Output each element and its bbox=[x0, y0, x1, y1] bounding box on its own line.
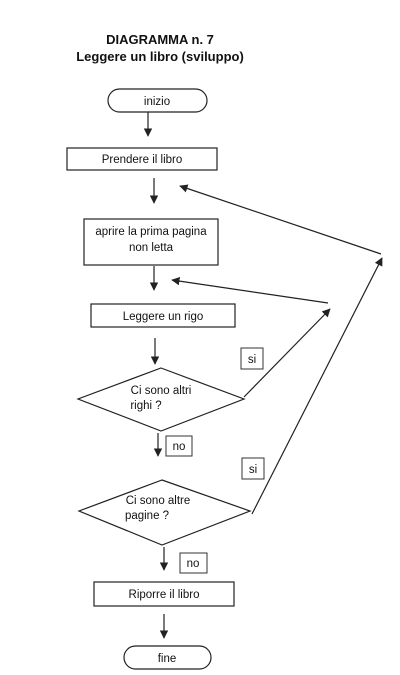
open-page-label-line1: aprire la prima pagina bbox=[95, 226, 207, 238]
read-line-box: Leggere un rigo bbox=[90, 303, 236, 328]
diagram-title: DIAGRAMMA n. 7 bbox=[106, 32, 214, 47]
svg-text:si: si bbox=[249, 464, 257, 476]
svg-text:no: no bbox=[173, 441, 186, 453]
pages-no-label: no bbox=[179, 552, 208, 574]
svg-text:no: no bbox=[187, 558, 200, 570]
lines-yes-return-arrow bbox=[171, 276, 329, 304]
end-label: fine bbox=[158, 653, 177, 665]
put-back-label: Riporre il libro bbox=[129, 589, 200, 601]
start-terminal: inizio bbox=[107, 88, 208, 113]
start-label: inizio bbox=[144, 96, 170, 108]
more-pages-label-line1: Ci sono altre bbox=[126, 495, 191, 507]
read-line-label: Leggere un rigo bbox=[123, 311, 204, 323]
more-lines-decision: Ci sono altri righi ? bbox=[76, 367, 246, 432]
lines-yes-label: si bbox=[240, 347, 264, 370]
pages-yes-label: si bbox=[241, 457, 265, 480]
more-lines-label-line2: righi ? bbox=[130, 400, 161, 412]
open-page-label-line2: non letta bbox=[129, 242, 174, 254]
more-pages-label-line2: pagine ? bbox=[125, 510, 169, 522]
lines-yes-connector bbox=[243, 308, 331, 398]
pages-yes-connector bbox=[251, 257, 383, 515]
more-pages-decision: Ci sono altre pagine ? bbox=[77, 479, 252, 546]
svg-text:si: si bbox=[248, 354, 256, 366]
put-back-box: Riporre il libro bbox=[93, 581, 235, 607]
take-book-label: Prendere il libro bbox=[102, 154, 183, 166]
more-lines-label-line1: Ci sono altri bbox=[131, 385, 192, 397]
end-terminal: fine bbox=[123, 645, 212, 670]
lines-no-label: no bbox=[165, 435, 193, 457]
pages-yes-return-arrow bbox=[179, 184, 382, 255]
take-book-box: Prendere il libro bbox=[66, 147, 218, 171]
diagram-subtitle: Leggere un libro (sviluppo) bbox=[76, 49, 244, 64]
open-page-box: aprire la prima pagina non letta bbox=[83, 218, 219, 266]
